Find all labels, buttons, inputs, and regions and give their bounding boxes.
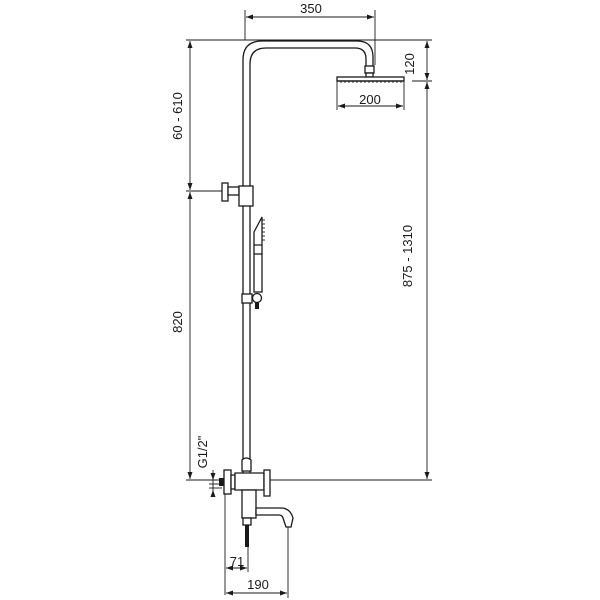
dim-label-head-height: 120 <box>402 53 417 75</box>
dim-label-overall-height: 875 - 1310 <box>400 225 415 287</box>
dimension-upper-adjust: 60 - 610 <box>170 41 222 192</box>
dimension-spout-projection: 190 <box>226 527 289 598</box>
shower-head-nozzles <box>340 81 402 83</box>
dim-label-arm-reach: 350 <box>300 1 322 16</box>
thermostatic-mixer <box>219 457 271 547</box>
dim-label-spout-offset: 71 <box>230 554 244 569</box>
dimension-head-height: 120 <box>402 41 432 82</box>
dim-label-head-diameter: 200 <box>359 92 381 107</box>
dimension-spout-offset: 71 <box>224 490 249 595</box>
dimension-overall-height: 875 - 1310 <box>262 82 432 481</box>
dimension-head-diameter: 200 <box>336 81 405 110</box>
dim-label-spout-projection: 190 <box>247 577 269 592</box>
dimension-inlet-thread: G1/2" <box>195 435 222 497</box>
hand-shower <box>253 216 265 293</box>
bath-spout <box>255 507 294 528</box>
hand-shower-nozzles <box>262 219 265 241</box>
dimension-arm-reach: 350 <box>244 1 376 65</box>
dim-label-mixer-to-bracket: 820 <box>170 311 185 333</box>
shower-head-connector <box>364 65 375 78</box>
dim-label-upper-adjust: 60 - 610 <box>170 92 185 140</box>
wall-bracket <box>221 182 254 207</box>
dim-label-inlet-thread: G1/2" <box>195 435 210 468</box>
riser-and-arm <box>242 40 374 480</box>
hand-shower-holder <box>241 292 263 309</box>
shower-head <box>336 76 405 83</box>
